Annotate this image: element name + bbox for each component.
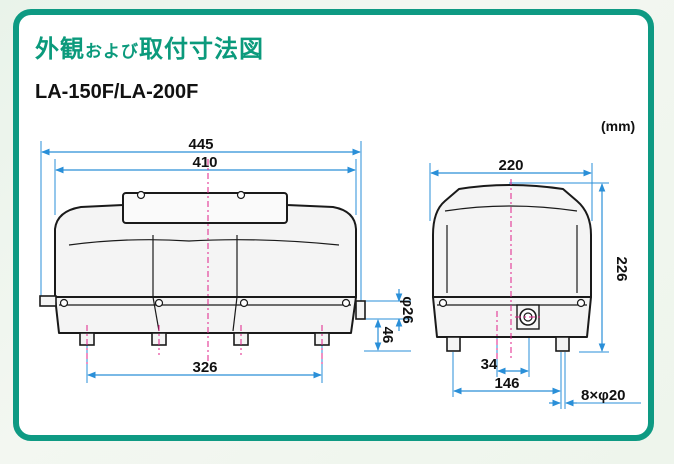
front-view: 445 410 326 φ26 46 (39, 136, 416, 383)
dim-label-410: 410 (192, 154, 217, 171)
front-body-lower (54, 296, 357, 334)
dim-label-445: 445 (188, 136, 213, 153)
side-body-lower (432, 296, 592, 338)
dim-label-226: 226 (613, 256, 630, 281)
title-main-prefix: 外観 (35, 36, 85, 63)
dim-label-46: 46 (379, 327, 396, 344)
side-foot-left (446, 336, 461, 352)
dim-label-foot-holes: 8×φ20 (581, 387, 626, 404)
dim-label-146: 146 (494, 375, 519, 392)
front-top-cover (122, 192, 288, 224)
dim-label-220: 220 (498, 157, 523, 174)
side-view: 220 226 34 146 8×φ20 (429, 157, 641, 409)
model-name: LA-150F/LA-200F (35, 81, 199, 103)
front-outlet-pipe (355, 300, 366, 320)
side-body-upper (432, 184, 592, 298)
dim-label-phi26: φ26 (399, 296, 416, 323)
page-title: 外観および取付寸法図 (35, 29, 264, 64)
title-small-text: および (85, 42, 139, 61)
dim-label-34: 34 (481, 356, 498, 373)
dimension-drawing: 445 410 326 φ26 46 (39, 136, 641, 409)
side-foot-right (555, 336, 570, 352)
front-inlet-nozzle (39, 295, 57, 307)
title-main-suffix: 取付寸法図 (139, 36, 264, 63)
unit-label: (mm) (601, 118, 636, 134)
diagram-frame: 外観および取付寸法図 LA-150F/LA-200F (mm) (13, 9, 654, 441)
dim-label-326: 326 (192, 359, 217, 376)
